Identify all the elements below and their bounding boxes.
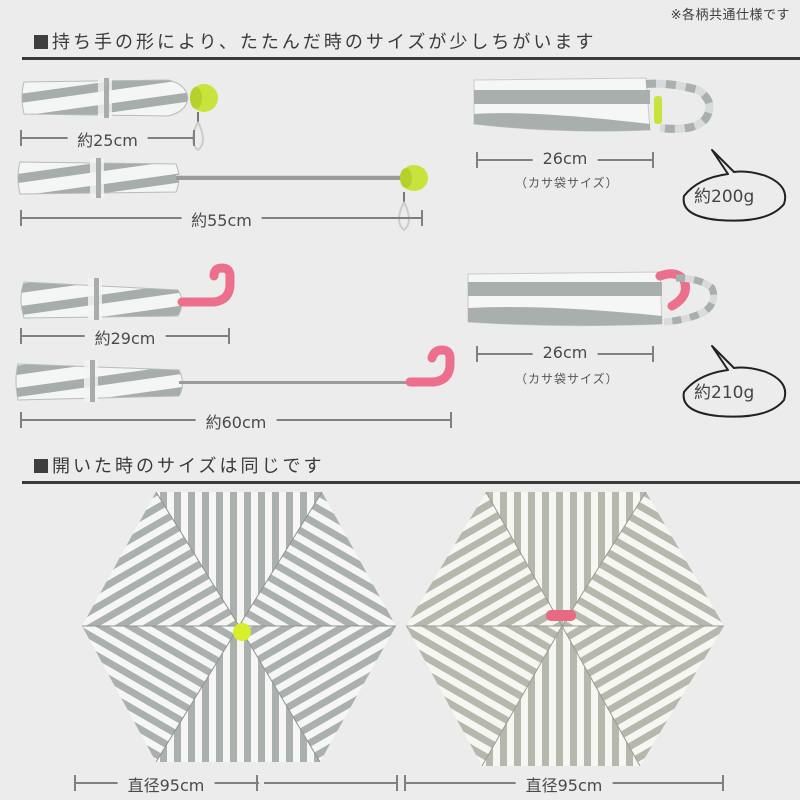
common-spec-note: ※各柄共通仕様です [670,8,790,23]
diameter-label: 直径95cm [117,772,215,796]
dimension-extended-hook: 約60cm [20,409,452,433]
dimension-diameter-ball-wrap: 直径95cm [74,772,258,796]
ball-handle-umbrella-folded [18,72,218,162]
ball-handle-umbrella-extended [16,152,436,242]
dimension-bag-hook: 26cm [476,343,654,362]
bullet-square-icon [34,459,48,473]
opened-umbrella-ball-handle [76,486,402,766]
dimension-folded-hook: 約29cm [20,325,230,349]
bag-size-note: （カサ袋サイズ） [515,372,619,386]
hook-handle-umbrella-folded [18,262,238,332]
section-title-text: 開いた時のサイズは同じです [52,456,325,477]
diameter-label: 直径95cm [515,772,613,796]
hook-handle-umbrella-extended [14,344,464,414]
weight-label: 約200g [694,187,755,207]
weight-bubble-hook: 約210g [678,340,790,420]
weight-label: 約210g [694,383,755,403]
section-title-folded: 持ち手の形により、たたんだ時のサイズが少しちがいます [22,28,800,60]
ball-handle-umbrella-in-bag [470,74,720,144]
section-title-opened: 開いた時のサイズは同じです [22,452,800,484]
bag-length-label: 26cm [532,343,598,362]
section-title-text: 持ち手の形により、たたんだ時のサイズが少しちがいます [52,32,597,53]
extended-length-label: 約60cm [195,409,277,433]
dimension-bag-ball: 26cm [476,149,654,168]
folded-length-label: 約25cm [67,127,148,151]
dimension-folded-ball: 約25cm [20,127,195,151]
bag-length-label: 26cm [532,149,598,168]
opened-umbrella-hook-handle [402,486,728,766]
bag-size-note: （カサ袋サイズ） [515,176,619,190]
dimension-diameter-ball-rest [264,775,398,791]
extended-length-label: 約55cm [181,207,262,231]
dimension-diameter-hook: 直径95cm [404,772,724,796]
folded-length-label: 約29cm [84,325,166,349]
bullet-square-icon [34,35,48,49]
weight-bubble-ball: 約200g [678,144,790,224]
dimension-extended-ball: 約55cm [20,207,423,231]
hook-handle-umbrella-in-bag [464,266,724,336]
